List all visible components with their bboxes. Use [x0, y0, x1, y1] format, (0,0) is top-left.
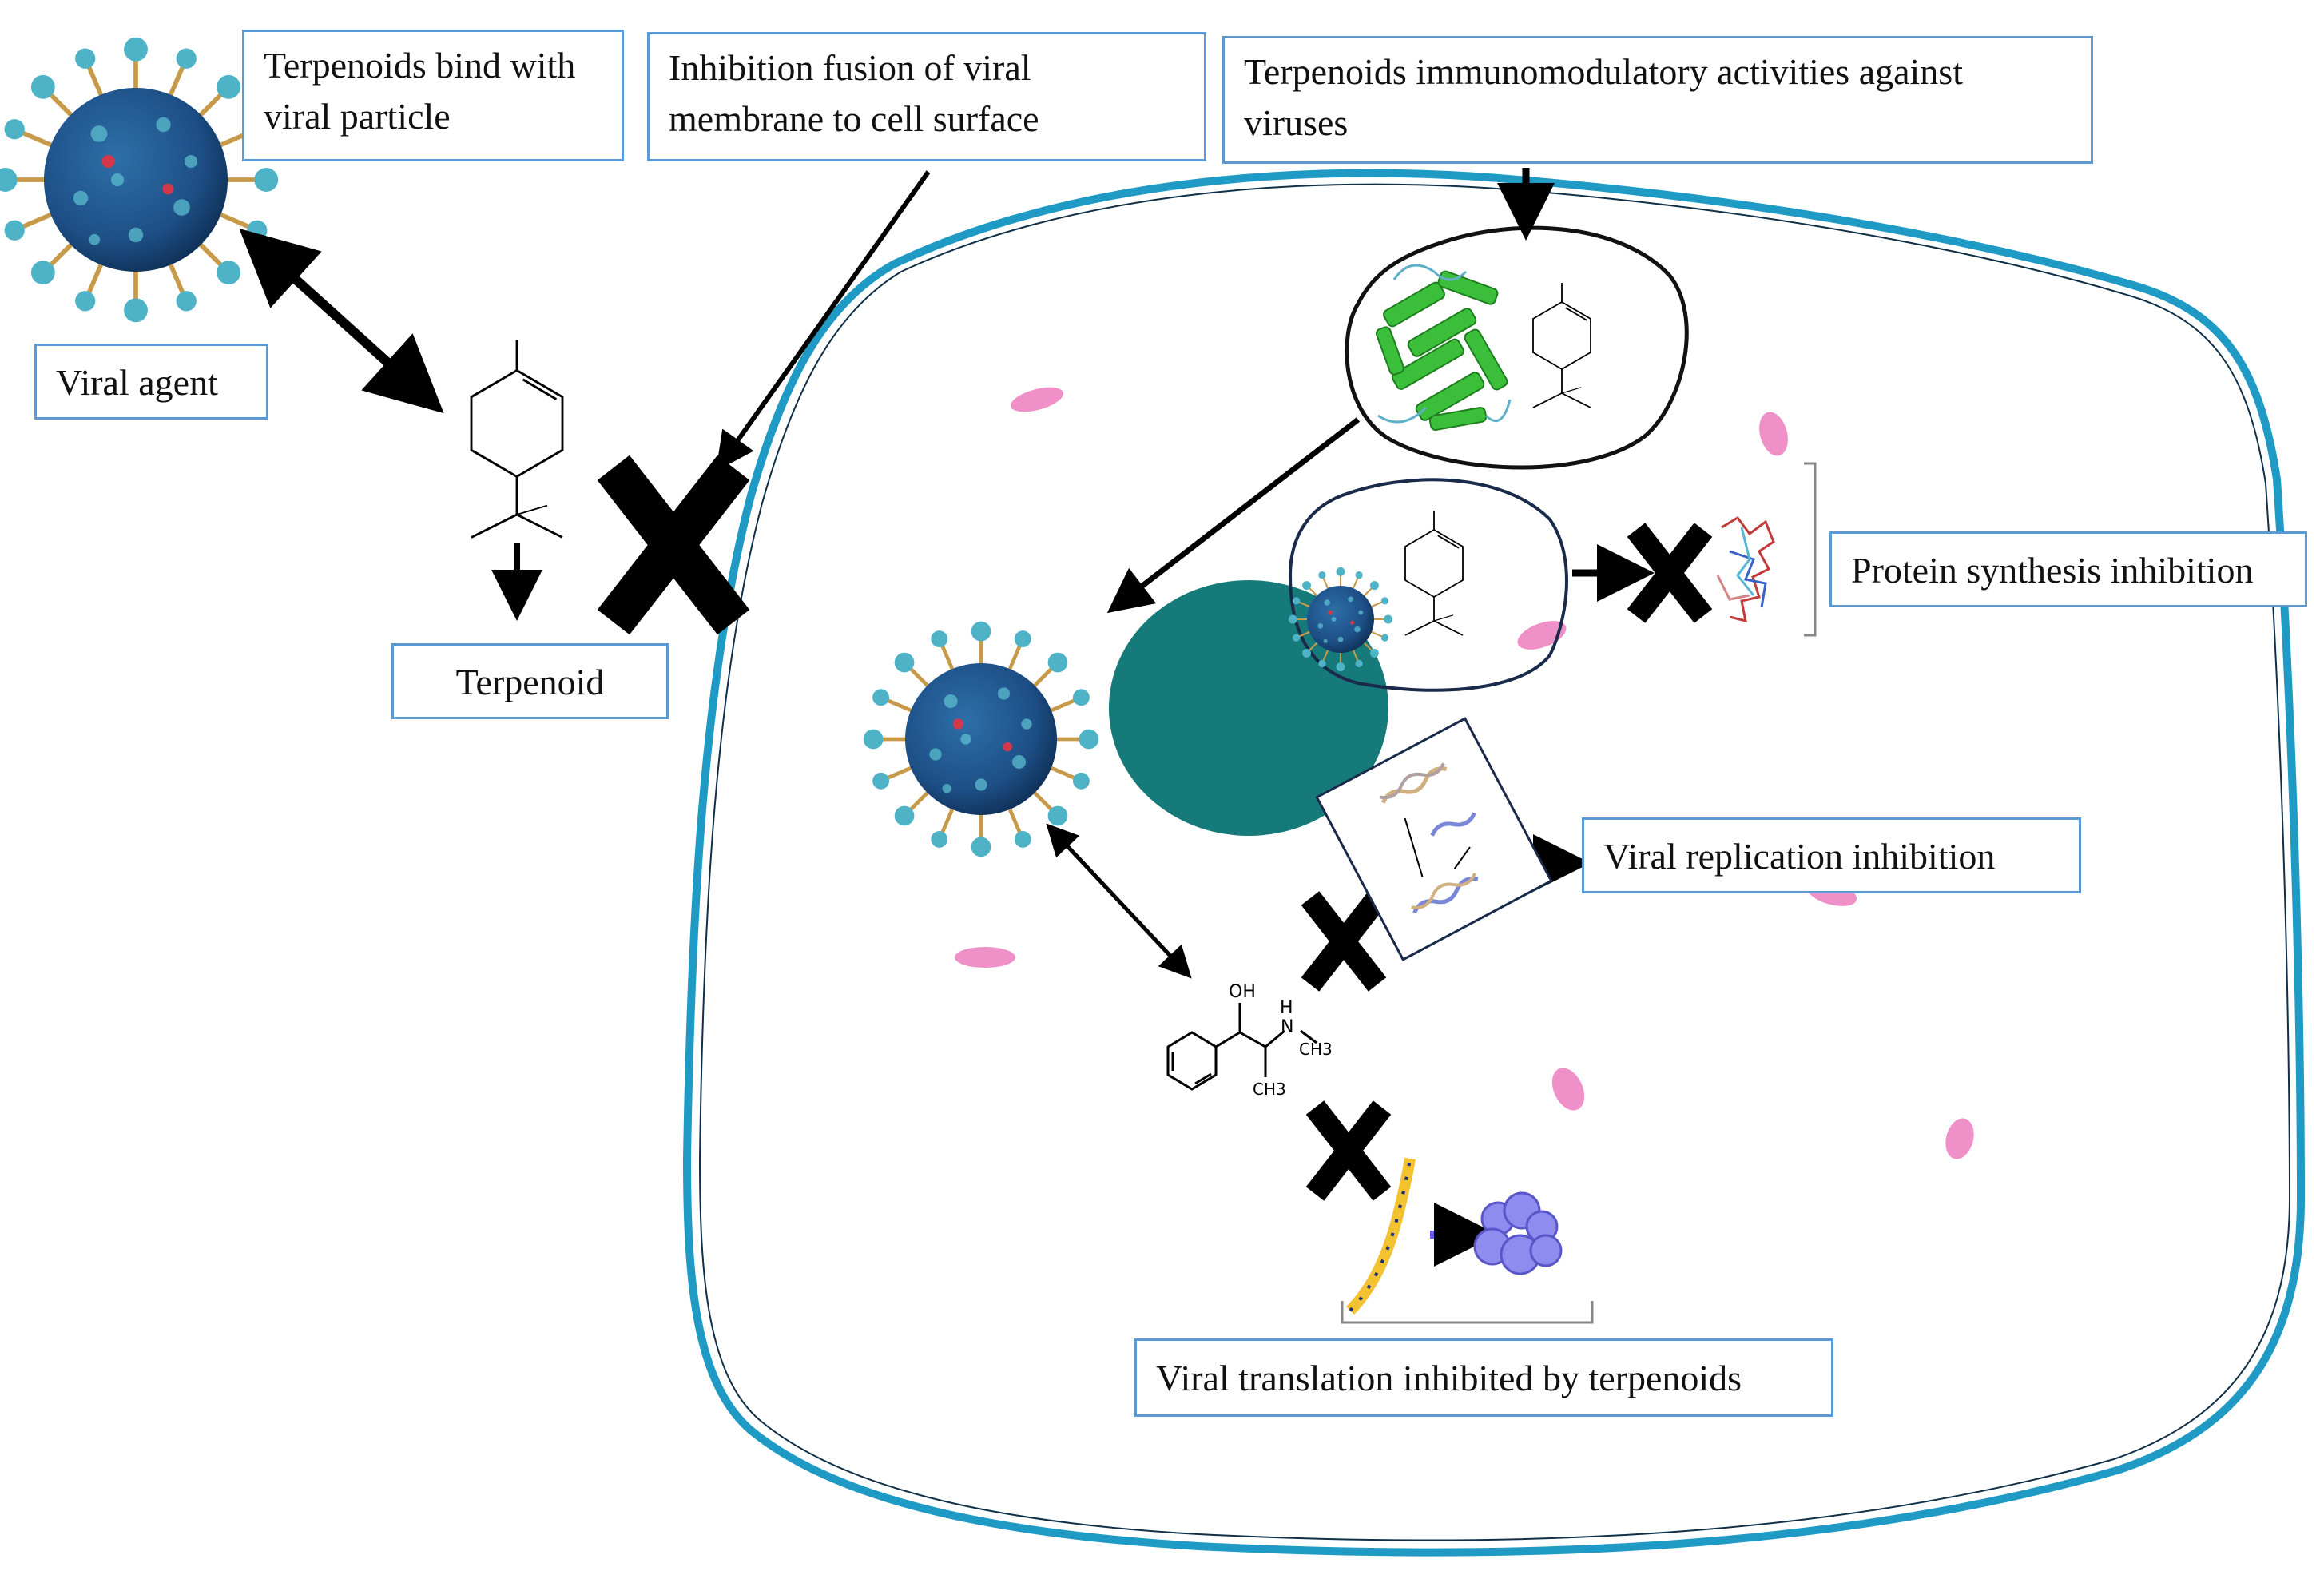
mol-oh: OH: [1229, 982, 1256, 1002]
mol-h: H: [1280, 998, 1293, 1018]
mol-ch3-a: CH3: [1299, 1040, 1333, 1059]
mol-ch3-b: CH3: [1253, 1080, 1286, 1099]
label-immunomodulatory: Terpenoids immunomodulatory activities a…: [1222, 36, 2093, 164]
label-viral-replication: Viral replication inhibition: [1582, 817, 2081, 893]
green-protein: [1375, 270, 1508, 431]
ephedrine-molecule: [1166, 1003, 1317, 1091]
label-viral-translation: Viral translation inhibited by terpenoid…: [1134, 1338, 1833, 1417]
label-terpenoid: Terpenoid: [391, 643, 669, 719]
fusion-block-mark: [626, 484, 721, 607]
label-protein-synthesis: Protein synthesis inhibition: [1829, 531, 2307, 607]
protein-structure: [1716, 516, 1775, 623]
virus-vesicle: [1288, 478, 1568, 692]
label-viral-agent: Viral agent: [34, 344, 268, 420]
virus-in-cell: [864, 622, 1099, 857]
label-terpenoids-bind: Terpenoids bind with viral particle: [242, 30, 624, 161]
viral-agent-image: [0, 38, 278, 323]
label-inhibition-fusion: Inhibition fusion of viral membrane to c…: [647, 32, 1206, 161]
dna-replication-box: [1315, 717, 1553, 961]
immune-vesicle: [1345, 225, 1689, 470]
cell-membrane: [682, 169, 2306, 1557]
mol-n: N: [1281, 1017, 1293, 1037]
mrna-ribosome: [1345, 1157, 1563, 1315]
